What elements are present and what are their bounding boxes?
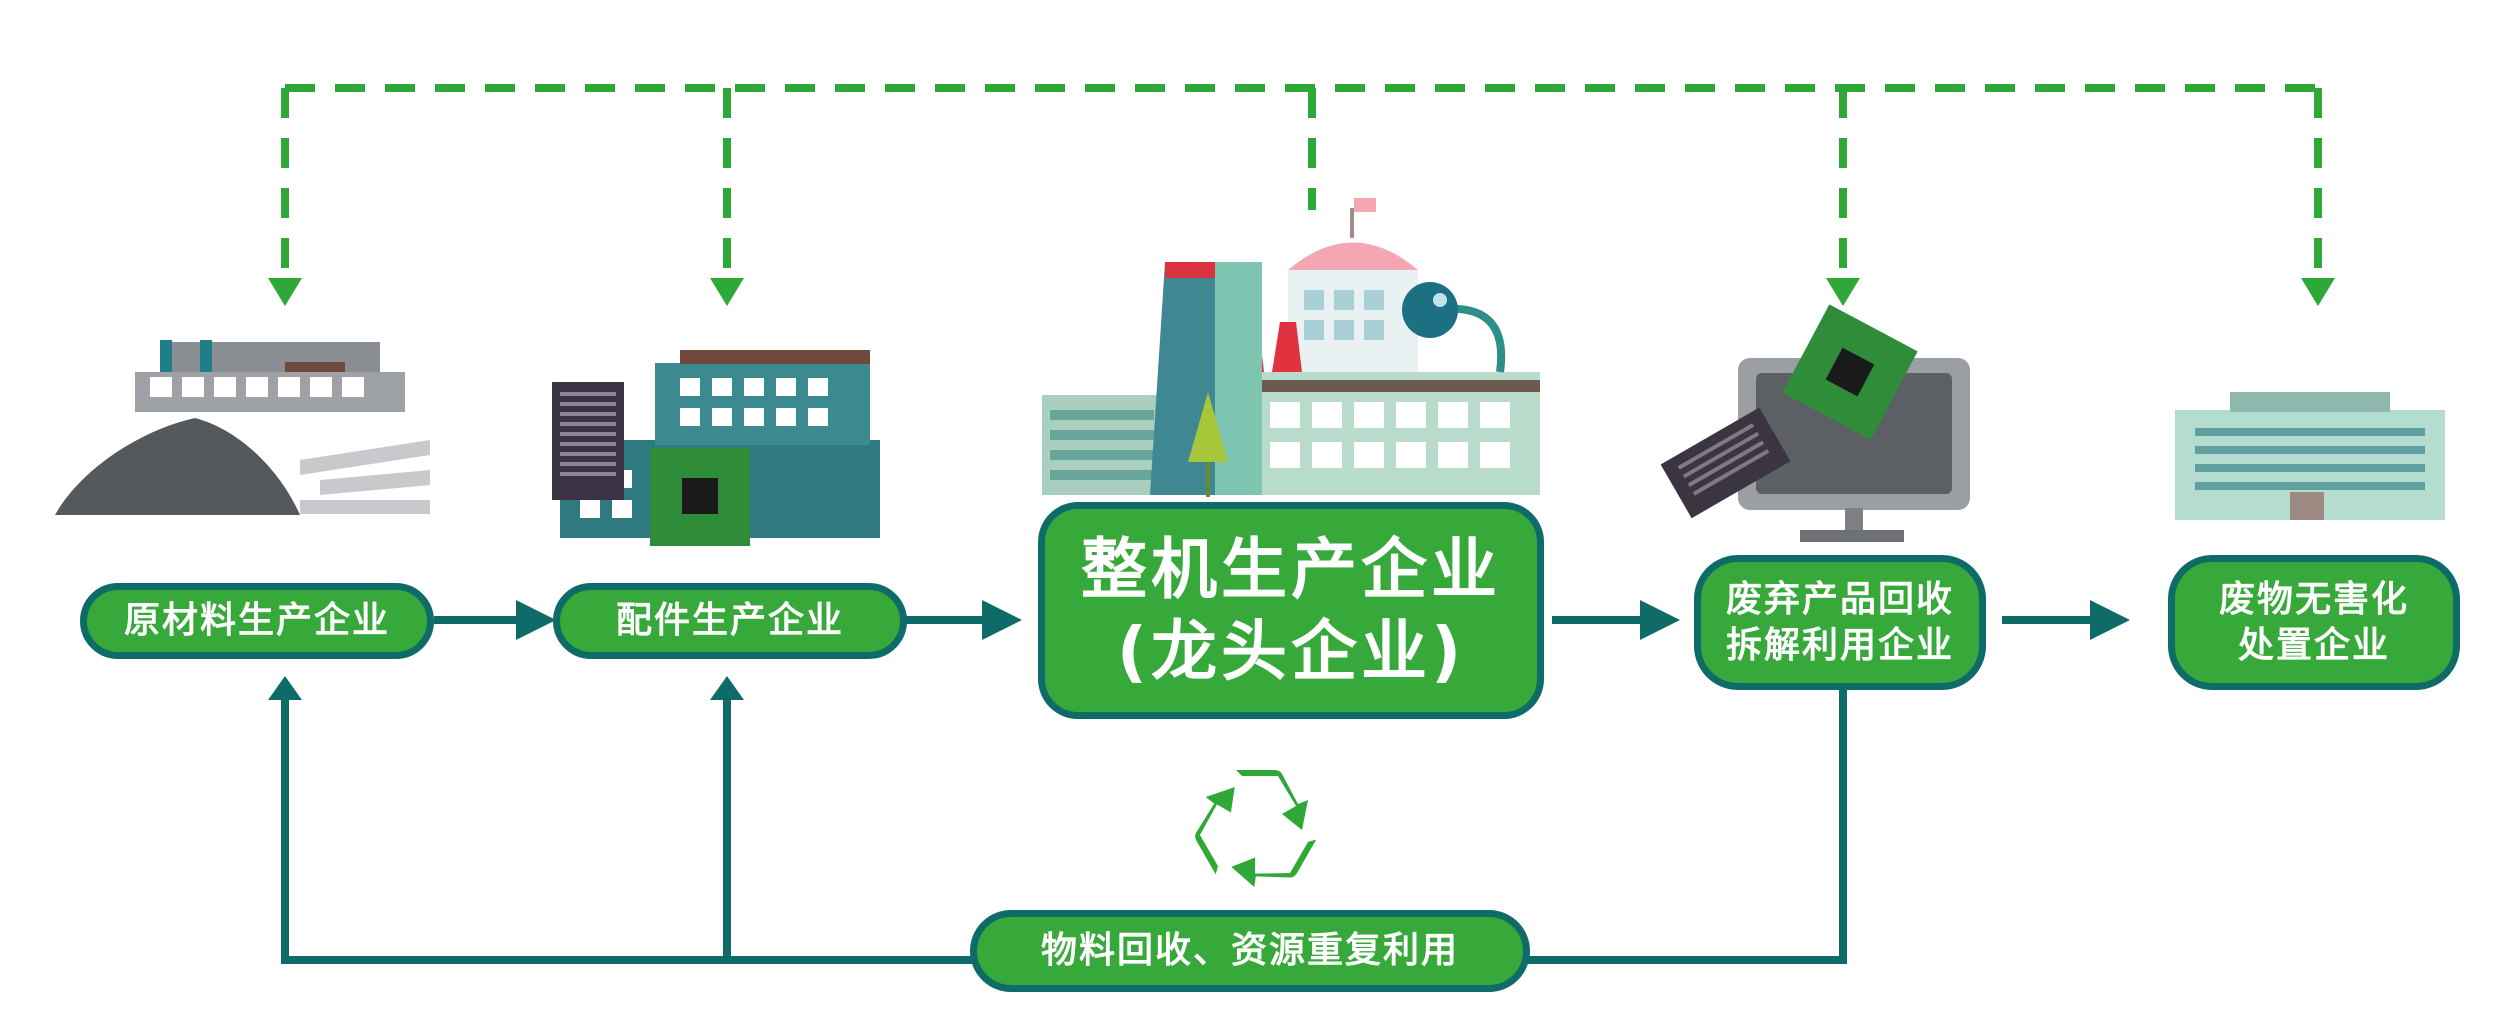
node-oem-line2: (龙头企业) — [1116, 612, 1466, 690]
node-disposal-line1: 废物无害化 — [2218, 578, 2409, 620]
parts-factory-icon — [552, 350, 880, 546]
dashed-arrowheads — [268, 278, 2335, 306]
node-material-recycle: 物料回收、资源重复利用 — [970, 910, 1530, 992]
oem-factory-icon — [1042, 198, 1540, 497]
recycle-loop-arrowheads — [268, 676, 744, 700]
node-raw-material-label: 原材料生产企业 — [123, 600, 390, 641]
node-recycling-line1: 废弃产品回收 — [1725, 578, 1954, 620]
node-oem: 整机生产企业 (龙头企业) — [1038, 502, 1544, 719]
node-raw-material: 原材料生产企业 — [80, 583, 434, 659]
recycle-loop-lines — [281, 688, 1847, 964]
node-oem-line1: 整机生产企业 — [1081, 530, 1501, 608]
node-recycling-line2: 拆解利用企业 — [1725, 624, 1954, 666]
raw-material-factory-icon — [55, 340, 430, 515]
disposal-building-icon — [2175, 392, 2445, 520]
recycling-monitor-icon — [1660, 304, 1970, 542]
recycle-symbol-icon — [1195, 770, 1317, 888]
node-disposal: 废物无害化 处置企业 — [2168, 555, 2460, 690]
dashed-control-lines — [281, 84, 2322, 280]
node-recycling: 废弃产品回收 拆解利用企业 — [1694, 555, 1986, 690]
node-disposal-line2: 处置企业 — [2237, 624, 2390, 666]
node-parts-label: 配件生产企业 — [615, 600, 844, 641]
node-parts: 配件生产企业 — [553, 583, 907, 659]
node-material-recycle-label: 物料回收、资源重复利用 — [1040, 930, 1459, 971]
